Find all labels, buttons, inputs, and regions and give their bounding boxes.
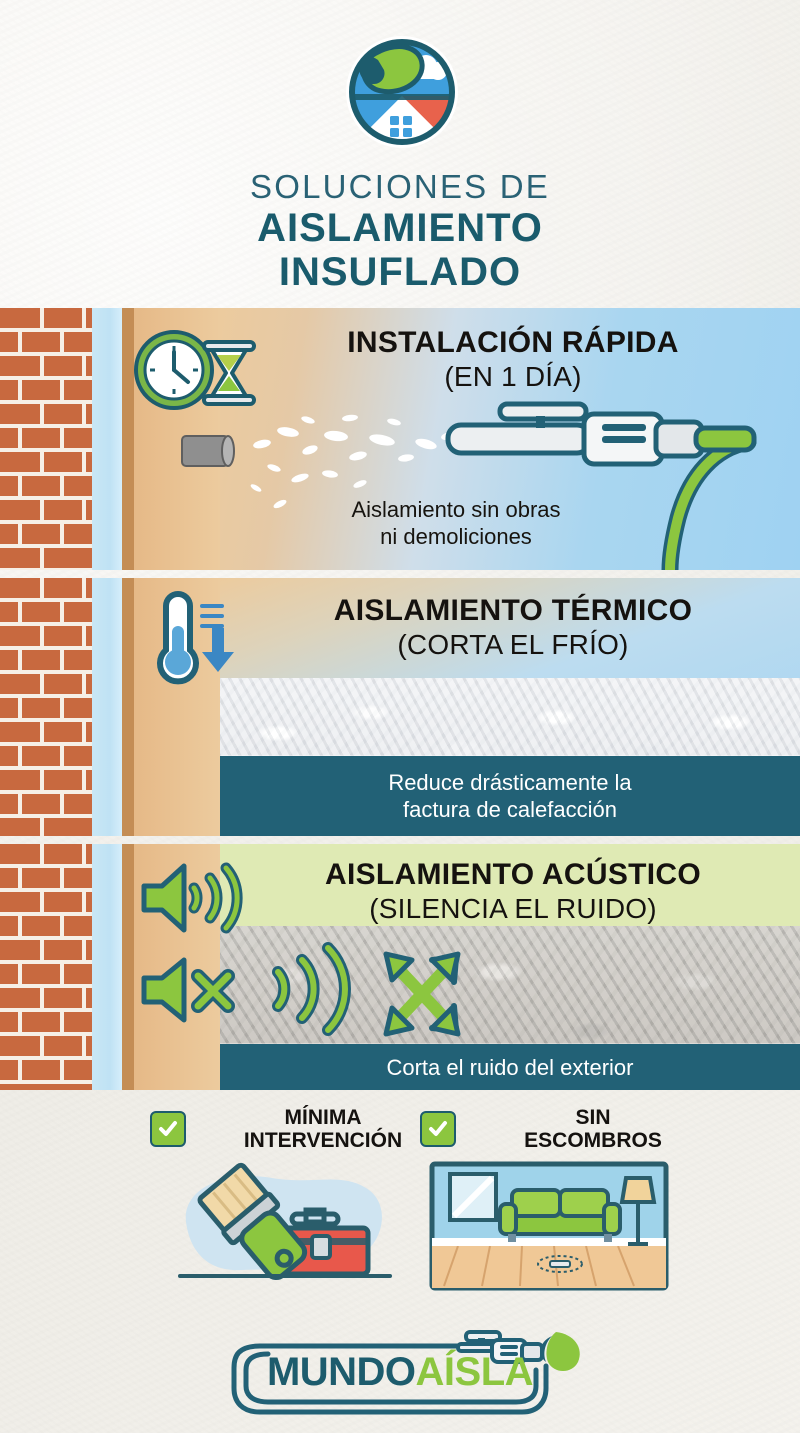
paintbrush-icon: [197, 1162, 308, 1281]
paintbrush-toolbox-illustration: [164, 1160, 406, 1292]
title-line-3: INSUFLADO: [278, 250, 522, 294]
down-arrow-icon: [200, 604, 224, 628]
inner-wall-edge: [122, 578, 134, 836]
panel2-title: AISLAMIENTO TÉRMICO: [333, 594, 693, 627]
panel3-heading: AISLAMIENTO ACÚSTICO (SILENCIA EL RUIDO): [232, 858, 794, 926]
living-room-illustration: [428, 1160, 670, 1292]
panel1-heading: INSTALACIÓN RÁPIDA (EN 1 DÍA): [232, 326, 794, 394]
footer-wordmark: MUNDOAÍSLA: [0, 1350, 800, 1395]
insufflation-illustration: [181, 401, 757, 570]
panel1-subtitle: (EN 1 DÍA): [444, 361, 582, 392]
inner-wall-edge: [122, 308, 134, 570]
hourglass-icon: [202, 340, 256, 406]
clock-icon: [134, 330, 214, 410]
insulation-spray: [250, 414, 459, 509]
panel3-banner: Corta el ruido del exterior: [220, 1044, 800, 1090]
footer-word-aisla: AÍSLA: [415, 1350, 534, 1394]
title-line-2: AISLAMIENTO: [257, 206, 543, 250]
panel2-banner: Reduce drásticamente la factura de calef…: [220, 756, 800, 836]
feature1-label-line2: INTERVENCIÓN: [243, 1129, 403, 1152]
feature1-header: MÍNIMA INTERVENCIÓN: [150, 1106, 450, 1152]
sofa-icon: [498, 1188, 622, 1242]
speaker-muted-icon: [141, 957, 235, 1023]
page-title: SOLUCIONES DE AISLAMIENTO INSUFLADO: [0, 168, 800, 294]
nozzle-icon: [456, 1330, 544, 1364]
hose-frame-decor: [231, 1330, 580, 1415]
acoustic-arrows-illustration: [272, 942, 461, 1037]
feature2-label-line1: SIN: [575, 1106, 611, 1129]
brick-wall: [0, 578, 92, 836]
panel3-subtitle: (SILENCIA EL RUIDO): [369, 893, 657, 924]
panel1-title: INSTALACIÓN RÁPIDA: [347, 326, 679, 359]
inner-wall-edge: [122, 844, 134, 1090]
panel-aislamiento-acustico: AISLAMIENTO ACÚSTICO (SILENCIA EL RUIDO): [0, 844, 800, 1090]
panel1-caption: Aislamiento sin obras ni demoliciones: [232, 496, 680, 550]
title-line-1: SOLUCIONES DE: [250, 168, 550, 205]
feature1-label-line1: MÍNIMA: [284, 1106, 362, 1129]
feature2-label: SIN ESCOMBROS: [466, 1106, 720, 1152]
leaf-house-circle-logo: [330, 24, 470, 154]
panel2-banner-line2: factura de calefacción: [402, 797, 618, 822]
footer-logo: MUNDOAÍSLA: [0, 1320, 800, 1430]
feature2-header: SIN ESCOMBROS: [420, 1106, 720, 1152]
feature2-label-line2: ESCOMBROS: [524, 1129, 662, 1152]
brick-wall: [0, 308, 92, 570]
wall-cavity: [92, 308, 122, 570]
clock-hourglass-icons: [134, 330, 256, 410]
wall-cavity: [92, 844, 122, 1090]
footer-word-mundo: MUNDO: [266, 1350, 416, 1394]
speaker-sound-icon: [141, 862, 243, 934]
feature-minima-intervencion: MÍNIMA INTERVENCIÓN: [150, 1106, 450, 1292]
floor-lamp-icon: [619, 1176, 657, 1246]
header: SOLUCIONES DE AISLAMIENTO INSUFLADO: [0, 0, 800, 300]
panel2-heading: AISLAMIENTO TÉRMICO (CORTA EL FRÍO): [232, 594, 794, 662]
check-icon: [150, 1111, 186, 1147]
brick-wall: [0, 844, 92, 1090]
panel1-caption-line1: Aislamiento sin obras: [351, 497, 561, 522]
panel3-title: AISLAMIENTO ACÚSTICO: [324, 858, 701, 891]
thermometer-icon: [157, 591, 199, 685]
feature1-label: MÍNIMA INTERVENCIÓN: [196, 1106, 450, 1152]
leaf-icon: [540, 1332, 580, 1371]
thermometer-down-arrow-icons: [157, 591, 234, 685]
panel-instalacion-rapida: INSTALACIÓN RÁPIDA (EN 1 DÍA) Aislamient…: [0, 308, 800, 570]
check-icon: [420, 1111, 456, 1147]
panel2-subtitle: (CORTA EL FRÍO): [397, 629, 629, 660]
wall-cavity: [92, 578, 122, 836]
panel-aislamiento-termico: AISLAMIENTO TÉRMICO (CORTA EL FRÍO) Redu…: [0, 578, 800, 836]
pipe-icon: [181, 435, 235, 467]
panel1-caption-line2: ni demoliciones: [380, 524, 532, 549]
panel3-banner-line1: Corta el ruido del exterior: [386, 1054, 634, 1080]
feature-sin-escombros: SIN ESCOMBROS: [420, 1106, 720, 1292]
panel2-banner-line1: Reduce drásticamente la: [388, 770, 632, 795]
features-row: MÍNIMA INTERVENCIÓN: [0, 1098, 800, 1313]
nozzle-icon: [445, 401, 757, 570]
